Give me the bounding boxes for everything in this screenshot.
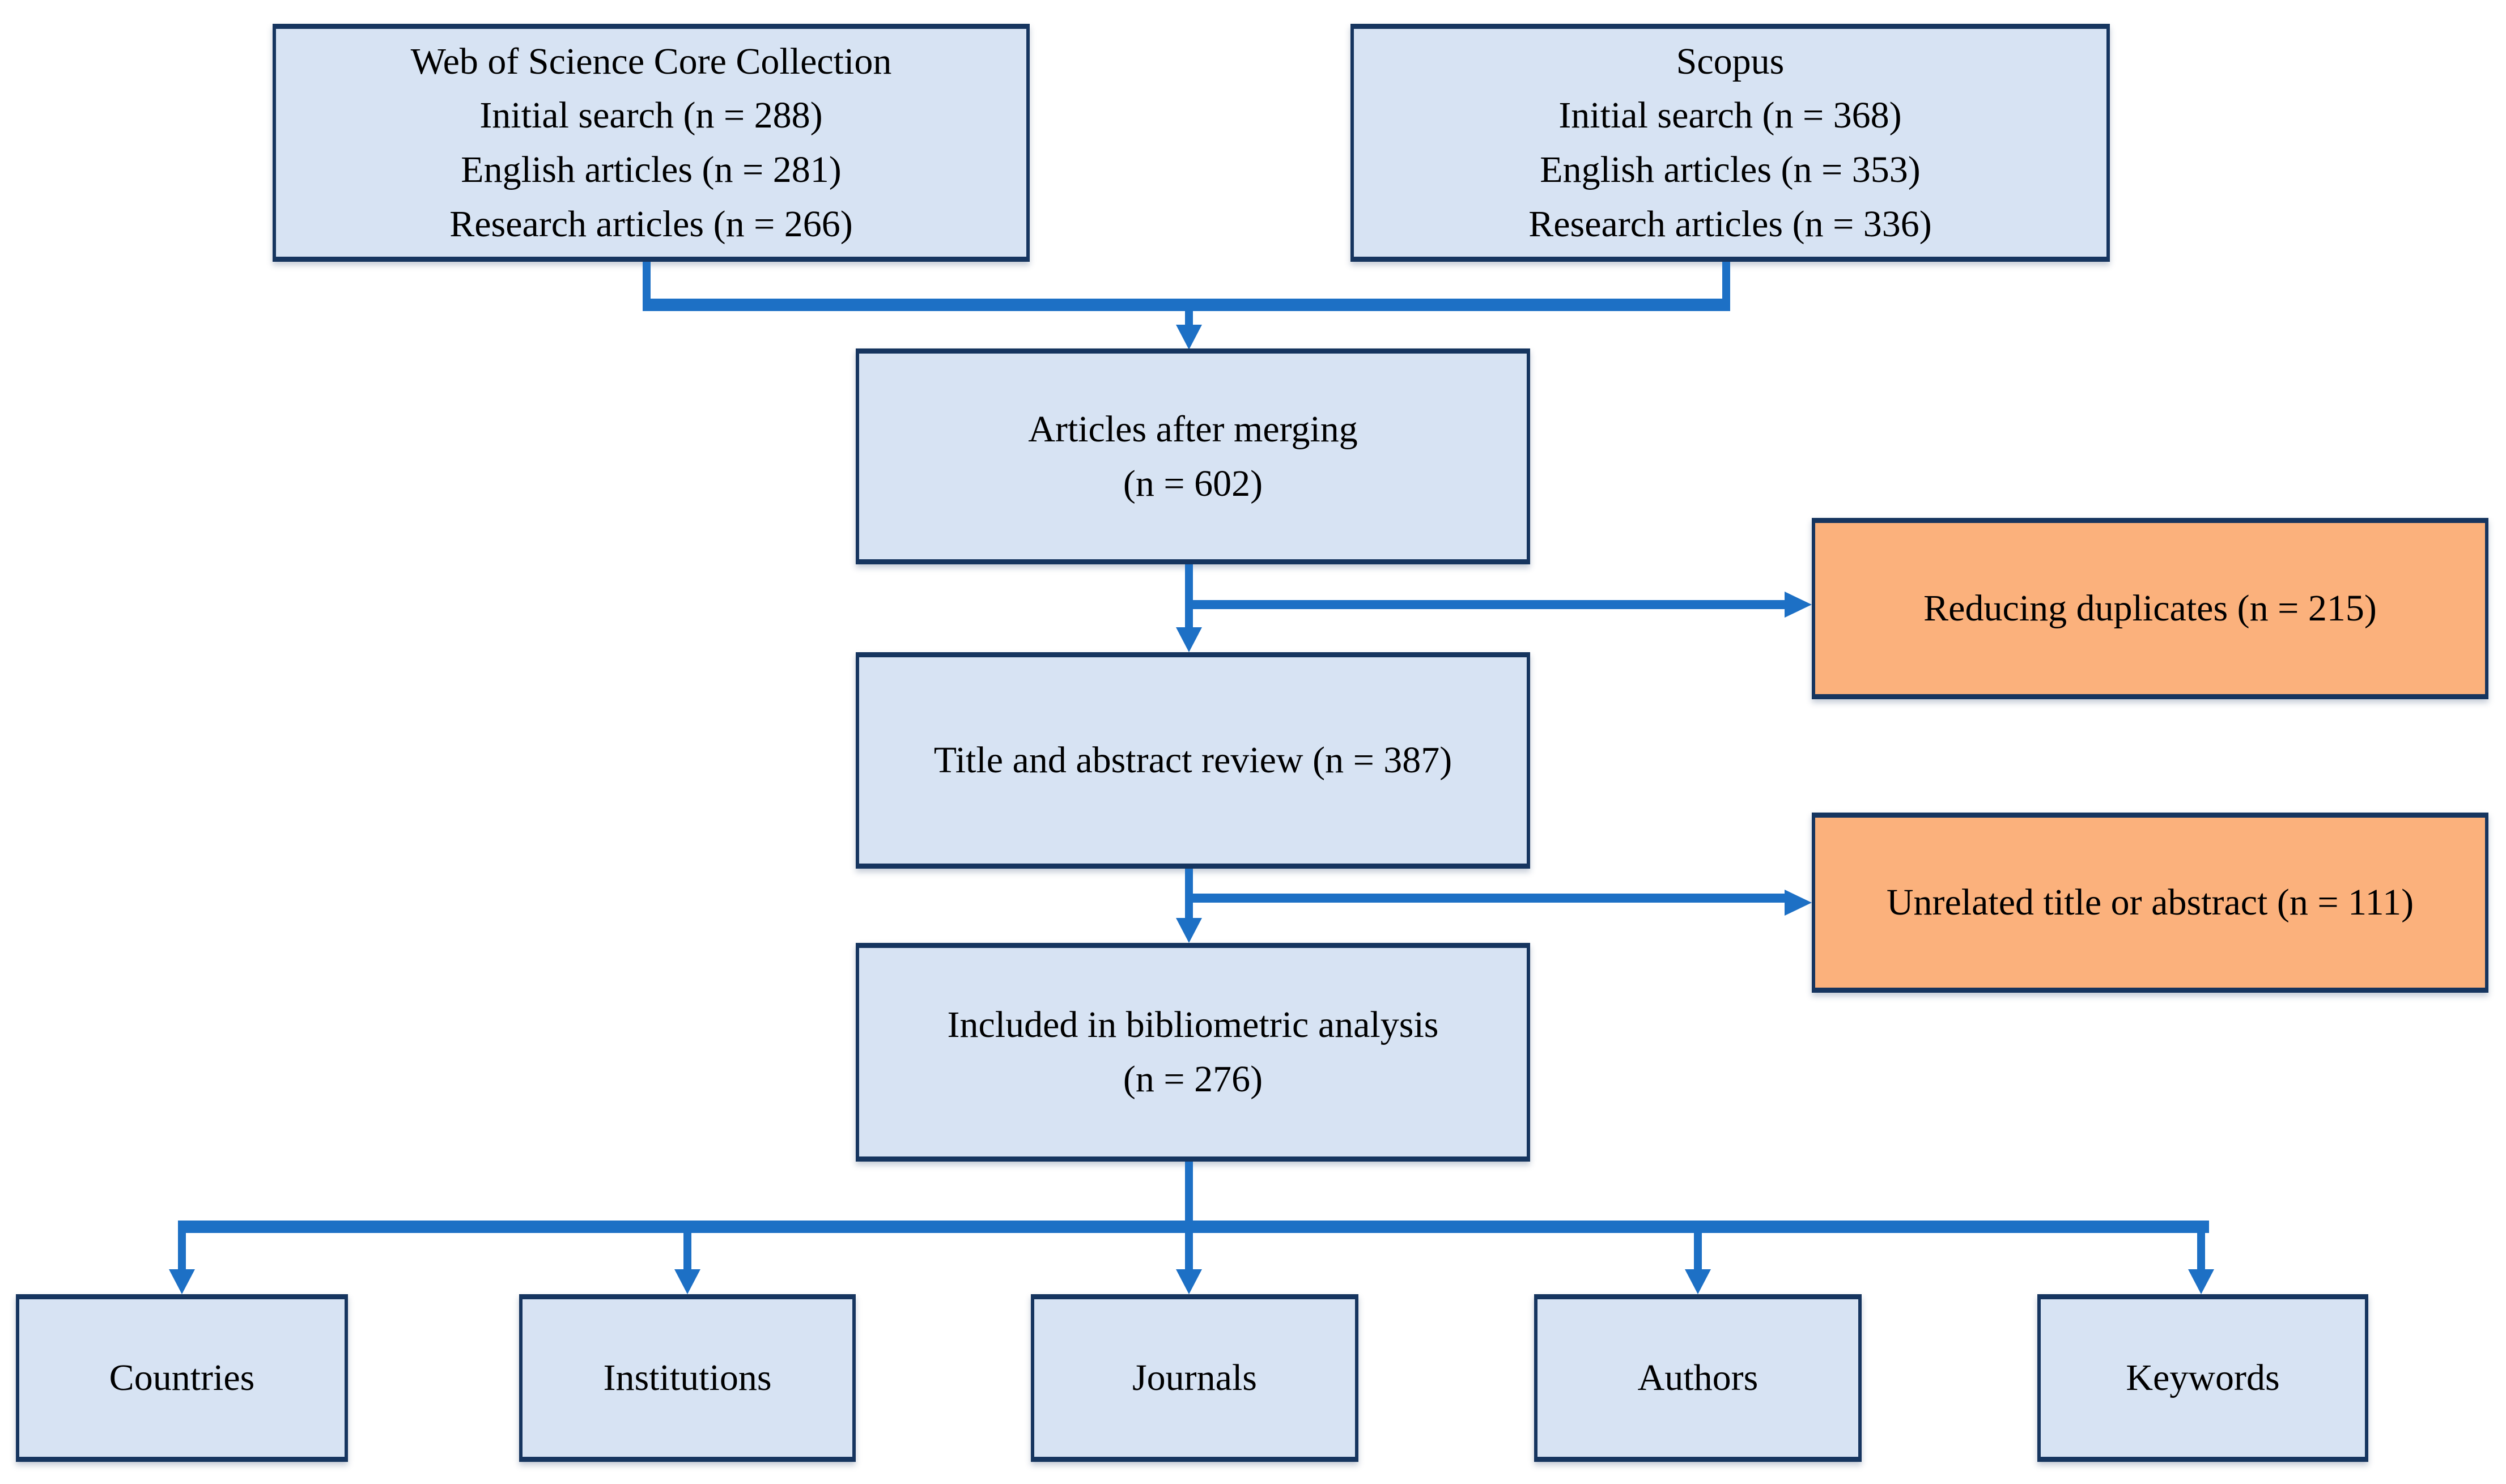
connector-included-to-distribution-line	[1185, 1162, 1193, 1233]
node-unrelated-title-abstract-label: Unrelated title or abstract (n = 111)	[1886, 882, 2414, 924]
node-scopus: Scopus Initial search (n = 368) English …	[1350, 24, 2110, 262]
node-included-analysis-label: Included in bibliometric analysis (n = 2…	[947, 1004, 1439, 1100]
node-articles-after-merging: Articles after merging (n = 602)	[856, 348, 1530, 564]
connector-merge-horizontal-line	[643, 299, 1730, 311]
node-reducing-duplicates-label: Reducing duplicates (n = 215)	[1923, 588, 2377, 630]
connector-distribution-horizontal-line	[178, 1221, 2209, 1233]
connector-merge-drop-line	[1185, 311, 1193, 327]
node-scopus-label: Scopus Initial search (n = 368) English …	[1528, 40, 1932, 245]
arrowhead-into-journals-icon	[1176, 1269, 1202, 1294]
arrowhead-into-countries-icon	[169, 1269, 195, 1294]
node-institutions-label: Institutions	[603, 1357, 772, 1399]
node-unrelated-title-abstract: Unrelated title or abstract (n = 111)	[1812, 813, 2488, 993]
connector-authors-drop-line	[1694, 1227, 1702, 1272]
arrowhead-into-review-icon	[1176, 627, 1202, 652]
node-keywords-label: Keywords	[2126, 1357, 2280, 1399]
connector-keywords-drop-line	[2197, 1227, 2205, 1272]
arrowhead-into-included-icon	[1176, 918, 1202, 943]
connector-journals-drop-line	[1185, 1227, 1193, 1272]
arrowhead-into-keywords-icon	[2188, 1269, 2214, 1294]
node-authors: Authors	[1534, 1294, 1862, 1462]
arrowhead-into-merging-icon	[1176, 325, 1202, 350]
node-journals-label: Journals	[1132, 1357, 1257, 1399]
arrowhead-into-duplicates-icon	[1785, 592, 1812, 618]
node-journals: Journals	[1031, 1294, 1358, 1462]
node-keywords: Keywords	[2037, 1294, 2368, 1462]
node-title-abstract-review: Title and abstract review (n = 387)	[856, 652, 1530, 869]
connector-institutions-drop-line	[683, 1227, 691, 1272]
connector-unrelated-branch-line	[1185, 894, 1785, 903]
node-web-of-science: Web of Science Core Collection Initial s…	[273, 24, 1030, 262]
node-reducing-duplicates: Reducing duplicates (n = 215)	[1812, 518, 2488, 699]
node-included-analysis: Included in bibliometric analysis (n = 2…	[856, 943, 1530, 1162]
node-countries-label: Countries	[109, 1357, 255, 1399]
node-authors-label: Authors	[1637, 1357, 1759, 1399]
arrowhead-into-unrelated-icon	[1785, 890, 1812, 916]
node-web-of-science-label: Web of Science Core Collection Initial s…	[410, 40, 892, 245]
arrowhead-into-institutions-icon	[674, 1269, 700, 1294]
connector-merging-to-review-line	[1185, 564, 1193, 629]
connector-duplicates-branch-line	[1185, 600, 1785, 609]
node-articles-after-merging-label: Articles after merging (n = 602)	[1028, 408, 1358, 504]
connector-countries-drop-line	[178, 1227, 186, 1272]
node-institutions: Institutions	[519, 1294, 856, 1462]
arrowhead-into-authors-icon	[1685, 1269, 1711, 1294]
node-title-abstract-review-label: Title and abstract review (n = 387)	[933, 739, 1452, 781]
node-countries: Countries	[16, 1294, 348, 1462]
